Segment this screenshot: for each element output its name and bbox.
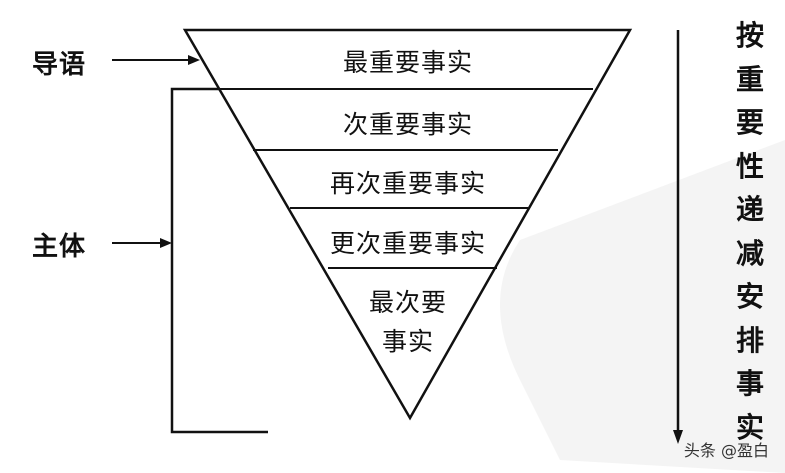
side-char: 按 (735, 19, 764, 52)
lead-label: 导语 (32, 50, 87, 80)
body-arrow-head (160, 238, 172, 248)
side-char: 减 (735, 236, 764, 270)
tier-most-important: 最重要事实 (342, 48, 473, 77)
lead-arrow-head (188, 55, 200, 65)
pyramid-outline (182, 28, 633, 421)
side-char: 要 (735, 106, 764, 139)
side-char: 性 (735, 149, 764, 183)
side-char: 实 (735, 410, 764, 444)
body-label: 主体 (32, 232, 87, 262)
background-watermark-shape (500, 140, 785, 473)
side-char: 事 (735, 367, 764, 400)
side-caption: 按 重 要 性 递 减 安 排 事 实 (728, 14, 772, 449)
side-char: 重 (735, 62, 764, 96)
tier-fourth-important: 更次重要事实 (329, 229, 486, 258)
tier-least-important-line2: 事实 (381, 327, 434, 356)
importance-axis-arrowhead (673, 430, 683, 444)
side-char: 排 (735, 323, 764, 357)
side-char: 递 (735, 193, 764, 226)
body-bracket (170, 87, 268, 434)
source-watermark: 头条 @盈白 (683, 441, 769, 460)
tier-second-important: 次重要事实 (342, 110, 473, 139)
side-char: 安 (735, 280, 764, 313)
tier-least-important-line1: 最次要 (368, 288, 447, 317)
tier-third-important: 再次重要事实 (329, 169, 486, 198)
